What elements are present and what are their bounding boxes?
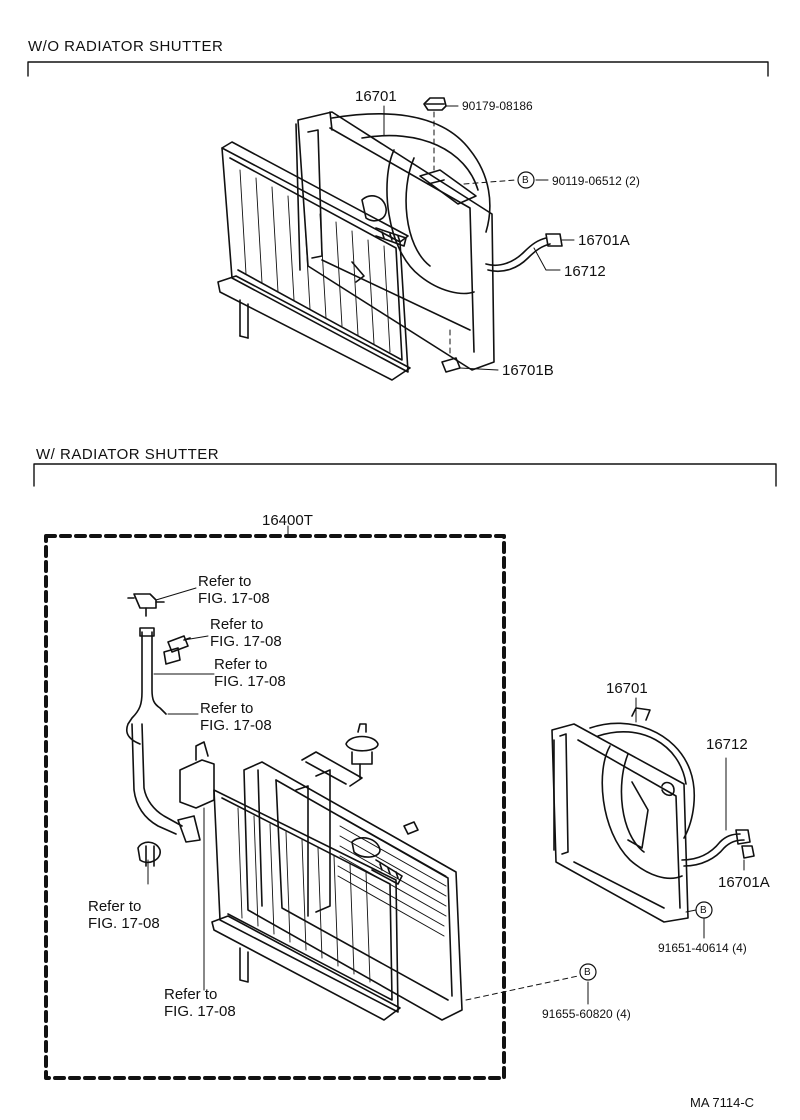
refer-note-1: Refer to FIG. 17-08 [198,573,270,607]
bottom-bolt-markers [579,901,713,981]
shutter-assembly-box [44,525,506,1080]
top-lower-pad [441,357,461,373]
label-top-upper-pad: 16701A [578,232,630,249]
section-title-with-shutter: W/ RADIATOR SHUTTER [36,446,220,463]
radiator-bolt-marker-letter: B [584,967,591,978]
label-radiator-bolt: 91655-60820 (4) [542,1007,631,1021]
bottom-leaders [147,587,745,1005]
top-cap [423,97,447,111]
section-title-without-shutter: W/O RADIATOR SHUTTER [28,38,224,55]
refer-note-4: Refer to FIG. 17-08 [200,700,272,734]
refer-note-6-line2: FIG. 17-08 [164,1003,236,1020]
top-fan-shroud [295,111,495,371]
label-bottom-shroud: 16701 [606,680,648,697]
refer-note-5-line2: FIG. 17-08 [88,915,160,932]
label-top-cap: 90179-08186 [462,99,533,113]
bottom-wiring-harness [681,829,755,867]
refer-note-3-line1: Refer to [214,656,268,673]
shutter-frame [243,751,463,1021]
refer-note-4-line2: FIG. 17-08 [200,717,272,734]
top-wiring-harness [485,233,563,273]
label-shutter-assembly: 16400T [262,512,313,529]
label-top-bolt: 90119-06512 (2) [552,174,640,188]
label-top-lower-pad: 16701B [502,362,554,379]
refer-note-1-line2: FIG. 17-08 [198,590,270,607]
top-radiator [217,141,411,381]
top-fan-motor [361,195,407,247]
bottom-section-bracket [33,463,777,487]
bottom-fan-shroud [551,707,696,923]
label-top-wiring: 16712 [564,263,606,280]
refer-note-1-line1: Refer to [198,573,252,590]
shutter-actuator [345,723,419,885]
refer-note-6: Refer to FIG. 17-08 [164,986,236,1020]
vacuum-fittings [127,593,215,867]
refer-note-2-line1: Refer to [210,616,264,633]
refer-note-4-line1: Refer to [200,700,254,717]
top-bolt-marker [517,171,535,189]
label-shroud-bolt: 91651-40614 (4) [658,941,747,955]
refer-note-3: Refer to FIG. 17-08 [214,656,286,690]
refer-note-2: Refer to FIG. 17-08 [210,616,282,650]
top-bolt-marker-letter: B [522,175,529,186]
label-bottom-wiring: 16712 [706,736,748,753]
shroud-bolt-marker-letter: B [700,905,707,916]
vacuum-hose [125,627,183,835]
refer-note-6-line1: Refer to [164,986,218,1003]
label-top-shroud: 16701 [355,88,397,105]
label-bottom-pad: 16701A [718,874,770,891]
refer-note-5-line1: Refer to [88,898,142,915]
top-section-bracket [27,61,769,77]
figure-code: MA 7114-C [690,1095,755,1110]
refer-note-2-line2: FIG. 17-08 [210,633,282,650]
refer-note-5: Refer to FIG. 17-08 [88,898,160,932]
bottom-radiator [211,789,401,1021]
refer-note-3-line2: FIG. 17-08 [214,673,286,690]
top-leaders [383,105,575,371]
